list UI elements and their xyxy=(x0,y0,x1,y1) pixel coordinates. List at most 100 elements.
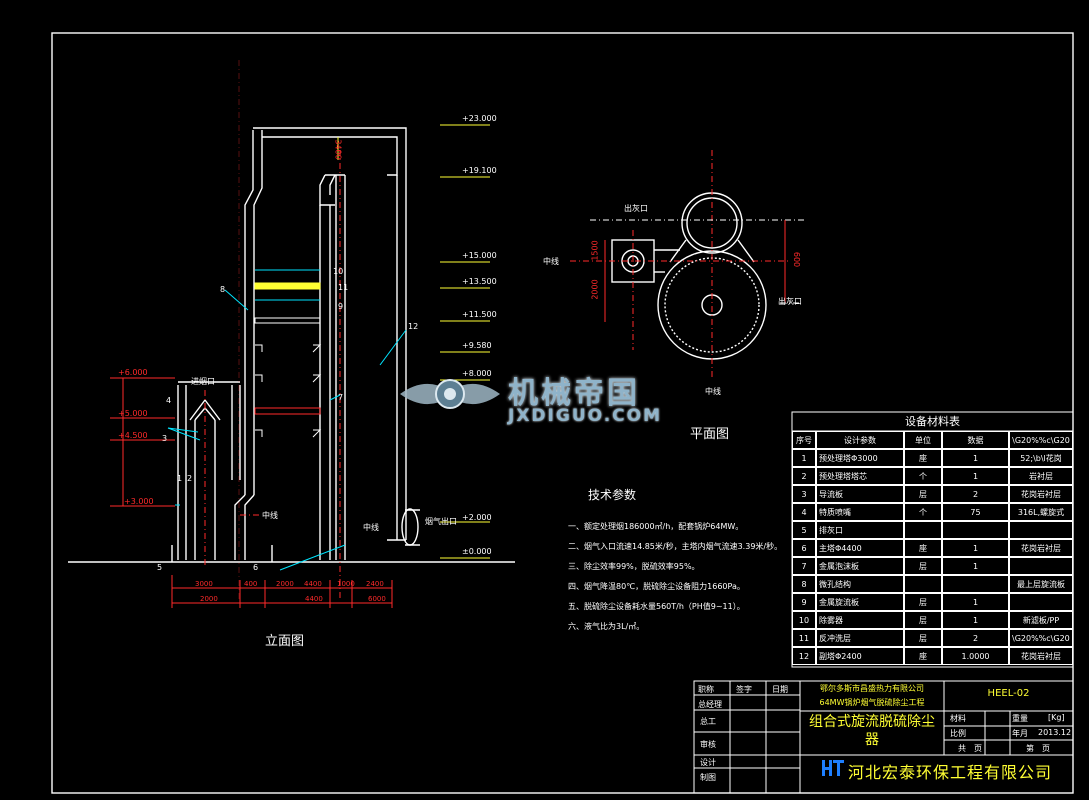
sheets-label: 共 页 xyxy=(958,744,982,753)
elev-23: +23.000 xyxy=(462,114,497,123)
elev-8: +8.000 xyxy=(462,369,492,378)
plan-title: 平面图 xyxy=(690,427,730,442)
client-line-1: 鄂尔多斯市昌盛热力有限公司 xyxy=(820,684,924,693)
bom-cell: 4 xyxy=(792,503,816,521)
bom-cell: 排灰口 xyxy=(816,521,904,539)
elev-9: +9.580 xyxy=(462,341,492,350)
dim-7: 4400 xyxy=(305,595,323,603)
elev-13: +13.500 xyxy=(462,277,497,286)
plan-outlet-label-2: 出灰口 xyxy=(778,297,802,306)
elevation-view xyxy=(68,60,515,608)
part-10: 10 xyxy=(333,267,344,276)
bom-h-unit: 单位 xyxy=(904,431,942,449)
bom-cell: 2 xyxy=(792,467,816,485)
bom-cell: 1 xyxy=(942,557,1009,575)
bom-cell: 1 xyxy=(942,467,1009,485)
drawing-no: HEEL-02 xyxy=(987,688,1030,699)
bom-cell: 除雾器 xyxy=(816,611,904,629)
bom-cell: 导流板 xyxy=(816,485,904,503)
watermark-logo-icon xyxy=(400,374,500,414)
elev-11: +11.500 xyxy=(462,310,497,319)
bom-title: 设备材料表 xyxy=(905,415,960,428)
bom-cell: 层 xyxy=(904,557,942,575)
bom-cell: 金属泡沫板 xyxy=(816,557,904,575)
elev-15: +15.000 xyxy=(462,251,497,260)
part-5: 5 xyxy=(157,563,163,572)
bom-h-no: 序号 xyxy=(792,431,816,449)
role-h-title: 职称 xyxy=(698,685,714,694)
watermark-en: JXDIGUO.COM xyxy=(508,406,663,426)
tech-params: 技术参数 一、额定处理烟186000㎡/h，配套锅炉64MW。 二、烟气入口流速… xyxy=(568,486,793,637)
bom-cell: 层 xyxy=(904,611,942,629)
dim-5: 2400 xyxy=(366,580,384,588)
bom-cell: 2 xyxy=(942,629,1009,647)
part-12: 12 xyxy=(408,322,419,331)
role-gm: 总经理 xyxy=(698,700,722,709)
elev-left-5: +5.000 xyxy=(118,409,148,418)
sheet-label: 第 页 xyxy=(1026,744,1050,753)
bom-h-data: 数据 xyxy=(942,431,1009,449)
dim-3: 4400 xyxy=(304,580,322,588)
weight-value: [Kg] xyxy=(1048,713,1065,722)
drawing-name: 组合式旋流脱硫除尘器 xyxy=(809,714,935,748)
role-review: 审核 xyxy=(700,740,716,749)
bom-cell: 75 xyxy=(942,503,1009,521)
bom-header: 序号 设计参数 单位 数据 \G20%%c\G20 xyxy=(792,431,1073,449)
bom-cell: 主塔Φ4400 xyxy=(816,539,904,557)
bom-cell: 层 xyxy=(904,485,942,503)
dim-plan-right: 600 xyxy=(792,251,802,268)
plan-outlet-label: 出灰口 xyxy=(624,204,648,213)
bom-cell: 1 xyxy=(942,539,1009,557)
bom-cell xyxy=(942,575,1009,593)
elev-0: ±0.000 xyxy=(462,547,492,556)
watermark: 机械帝国 JXDIGUO.COM xyxy=(400,368,695,430)
plan-view xyxy=(570,150,805,380)
bom-cell: 个 xyxy=(904,503,942,521)
elev-left-4: +4.500 xyxy=(118,431,148,440)
bom-cell xyxy=(1009,593,1073,611)
scale-label: 比例 xyxy=(950,729,966,738)
bom-cell: 花岗岩衬层 xyxy=(1009,647,1073,665)
dim-6: 2000 xyxy=(200,595,218,603)
bom-cell: 座 xyxy=(904,539,942,557)
part-2: 2 xyxy=(187,474,193,483)
role-design: 设计 xyxy=(700,758,716,767)
role-chief: 总工 xyxy=(700,717,716,726)
bom-cell: 1 xyxy=(942,611,1009,629)
elev-left-6: +6.000 xyxy=(118,368,148,377)
part-8: 8 xyxy=(220,285,226,294)
bom-cell: 2 xyxy=(942,485,1009,503)
part-7: 7 xyxy=(338,393,344,402)
outlet-label: 烟气出口 xyxy=(425,517,457,526)
bom-cell: 11 xyxy=(792,629,816,647)
bom-cell: 岩衬层 xyxy=(1009,467,1073,485)
bom-cell: 新滤板/PP xyxy=(1009,611,1073,629)
bom-cell: 5 xyxy=(792,521,816,539)
part-9: 9 xyxy=(338,302,344,311)
bom-cell: 1 xyxy=(942,449,1009,467)
bom-cell: 10 xyxy=(792,611,816,629)
bom-cell: 1.0000 xyxy=(942,647,1009,665)
bom-cell: 反冲洗层 xyxy=(816,629,904,647)
bom-cell xyxy=(942,521,1009,539)
company-name: 河北宏泰环保工程有限公司 xyxy=(848,763,1053,782)
bom-cell: 预处理塔Φ3000 xyxy=(816,449,904,467)
part-1: 1 xyxy=(177,474,183,483)
bom-table: 设备材料表 序号 设计参数 单位 数据 \G20%%c\G20 1 预处理塔Φ30… xyxy=(792,412,1073,665)
title-block-grid xyxy=(693,680,1074,794)
elev-19: +19.100 xyxy=(462,166,497,175)
bom-cell: 微孔结构 xyxy=(816,575,904,593)
dim-plan-left-2: 2000 xyxy=(590,279,600,300)
bom-cell: 花岗岩衬层 xyxy=(1009,485,1073,503)
bom-cell: 座 xyxy=(904,647,942,665)
dim-8: 6000 xyxy=(368,595,386,603)
tech-line-2: 二、烟气入口流速14.85米/秒，主塔内烟气流速3.39米/秒。 xyxy=(568,542,783,551)
elevation-title: 立面图 xyxy=(265,634,305,649)
role-draw: 制图 xyxy=(700,773,716,782)
